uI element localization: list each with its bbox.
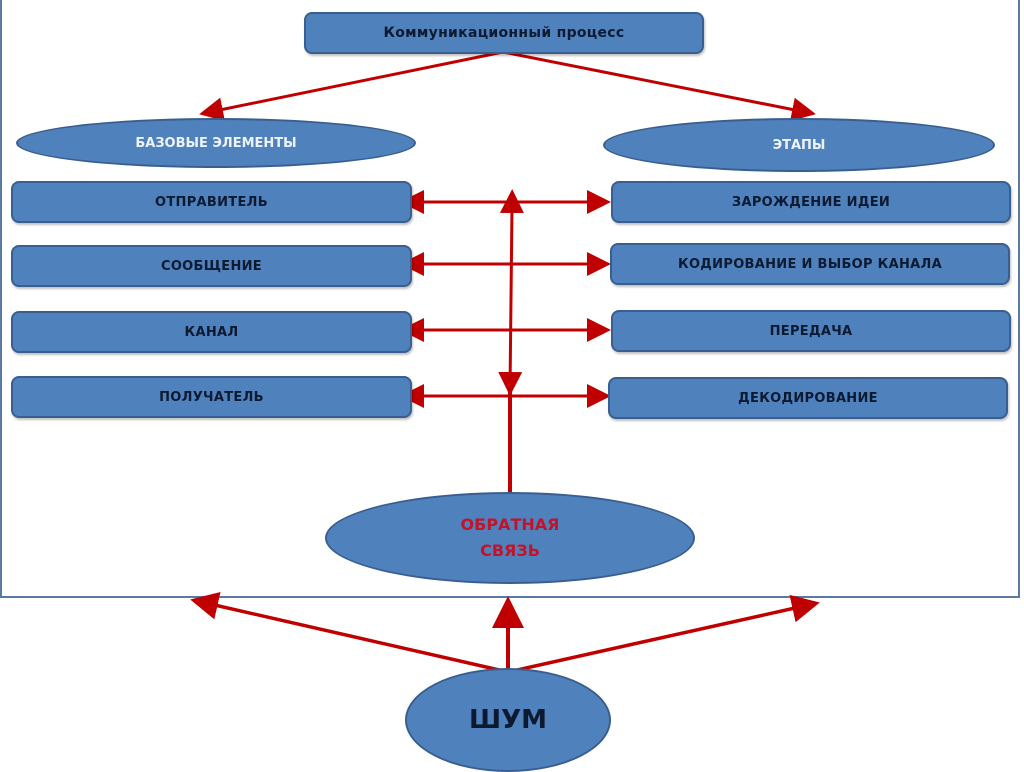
feedback-line1: ОБРАТНАЯ bbox=[460, 515, 560, 534]
arrow-title-to-stages bbox=[502, 50, 816, 122]
element-label: СООБЩЕНИЕ bbox=[160, 258, 262, 274]
base-elements-header: БАЗОВЫЕ ЭЛЕМЕНТЫ bbox=[16, 118, 416, 168]
stage-label: КОДИРОВАНИЕ И ВЫБОР КАНАЛА bbox=[678, 256, 942, 272]
element-label: ОТПРАВИТЕЛЬ bbox=[155, 194, 268, 210]
base-elements-label: БАЗОВЫЕ ЭЛЕМЕНТЫ bbox=[135, 135, 297, 151]
arrow-noise-left bbox=[190, 592, 509, 674]
element-message: СООБЩЕНИЕ bbox=[11, 245, 412, 287]
stage-label: ДЕКОДИРОВАНИЕ bbox=[738, 390, 878, 406]
element-receiver: ПОЛУЧАТЕЛЬ bbox=[11, 376, 412, 418]
stages-label: ЭТАПЫ bbox=[772, 137, 826, 153]
noise-label: ШУМ bbox=[468, 705, 548, 735]
stage-transmission: ПЕРЕДАЧА bbox=[611, 310, 1011, 352]
element-label: КАНАЛ bbox=[184, 324, 239, 340]
arrow-noise-right bbox=[507, 594, 820, 674]
arrow-title-to-base bbox=[199, 50, 504, 122]
noise-ellipse: ШУМ bbox=[405, 668, 611, 772]
arrow-vertical-rows bbox=[498, 189, 524, 396]
feedback-ellipse: ОБРАТНАЯ СВЯЗЬ bbox=[325, 492, 695, 584]
stage-label: ЗАРОЖДЕНИЕ ИДЕИ bbox=[731, 194, 891, 210]
feedback-line2: СВЯЗЬ bbox=[480, 541, 540, 560]
stage-idea: ЗАРОЖДЕНИЕ ИДЕИ bbox=[611, 181, 1011, 223]
stage-decoding: ДЕКОДИРОВАНИЕ bbox=[608, 377, 1008, 419]
stages-header: ЭТАПЫ bbox=[603, 118, 995, 172]
stage-encoding: КОДИРОВАНИЕ И ВЫБОР КАНАЛА bbox=[610, 243, 1010, 285]
title-box: Коммуникационный процесс bbox=[304, 12, 704, 54]
element-channel: КАНАЛ bbox=[11, 311, 412, 353]
element-label: ПОЛУЧАТЕЛЬ bbox=[159, 389, 264, 405]
title-label: Коммуникационный процесс bbox=[383, 25, 625, 41]
stage-label: ПЕРЕДАЧА bbox=[769, 323, 853, 339]
element-sender: ОТПРАВИТЕЛЬ bbox=[11, 181, 412, 223]
